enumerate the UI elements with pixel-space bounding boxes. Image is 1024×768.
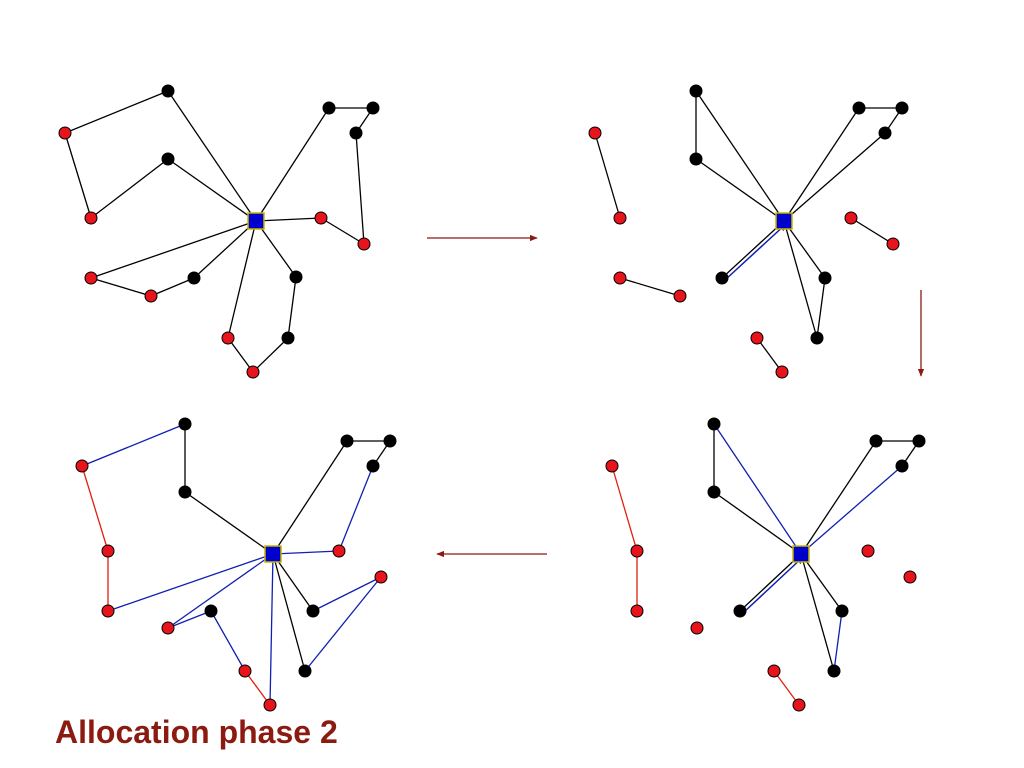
node-red: [374, 570, 388, 584]
node-red: [775, 365, 789, 379]
node-red: [903, 570, 917, 584]
node-red: [263, 698, 277, 712]
node-red: [144, 289, 158, 303]
node-red: [161, 621, 175, 635]
depot-square: [247, 212, 265, 230]
node-black: [366, 101, 380, 115]
node-red: [630, 604, 644, 618]
node-black: [161, 152, 175, 166]
node-red: [58, 126, 72, 140]
node-black: [349, 126, 363, 140]
node-red: [886, 237, 900, 251]
node-red: [357, 237, 371, 251]
node-black: [895, 459, 909, 473]
depot-square: [264, 545, 282, 563]
node-red: [101, 544, 115, 558]
node-black: [733, 604, 747, 618]
node-black: [835, 604, 849, 618]
node-black: [810, 331, 824, 345]
node-red: [613, 271, 627, 285]
node-black: [707, 485, 721, 499]
node-red: [221, 331, 235, 345]
node-black: [289, 270, 303, 284]
node-red: [673, 289, 687, 303]
node-black: [340, 434, 354, 448]
node-black: [707, 417, 721, 431]
nodes-top-right: [588, 84, 909, 379]
panel-bottom-right: [605, 417, 926, 712]
node-black: [366, 459, 380, 473]
node-red: [84, 211, 98, 225]
nodes-bottom-left: [75, 417, 397, 712]
node-black: [852, 101, 866, 115]
node-red: [844, 211, 858, 225]
node-red: [246, 365, 260, 379]
node-black: [178, 485, 192, 499]
edges-bottom-right: [611, 423, 920, 706]
panel-bottom-left: [75, 417, 397, 712]
node-black: [895, 101, 909, 115]
node-red: [75, 459, 89, 473]
node-red: [861, 544, 875, 558]
node-black: [281, 331, 295, 345]
node-red: [314, 211, 328, 225]
node-black: [383, 434, 397, 448]
node-red: [101, 604, 115, 618]
node-red: [332, 544, 346, 558]
node-black: [689, 84, 703, 98]
node-black: [298, 664, 312, 678]
node-black: [204, 604, 218, 618]
node-red: [605, 459, 619, 473]
node-black: [161, 84, 175, 98]
slide-title: Allocation phase 2: [55, 714, 338, 750]
edges-top-left: [64, 90, 374, 373]
node-red: [630, 544, 644, 558]
node-black: [322, 101, 336, 115]
node-black: [689, 152, 703, 166]
node-red: [588, 126, 602, 140]
edges-bottom-left: [81, 423, 391, 706]
node-black: [912, 434, 926, 448]
nodes-bottom-right: [605, 417, 926, 712]
panel-top-left: [58, 84, 380, 379]
node-black: [827, 664, 841, 678]
node-red: [238, 664, 252, 678]
edges-top-right: [594, 90, 903, 373]
node-black: [878, 126, 892, 140]
node-black: [715, 271, 729, 285]
node-black: [306, 604, 320, 618]
node-red: [613, 211, 627, 225]
node-red: [690, 621, 704, 635]
node-red: [84, 271, 98, 285]
node-red: [750, 331, 764, 345]
node-black: [187, 271, 201, 285]
node-black: [869, 434, 883, 448]
node-red: [767, 664, 781, 678]
depot-square: [792, 545, 810, 563]
node-black: [818, 271, 832, 285]
panel-top-right: [588, 84, 909, 379]
node-red: [792, 698, 806, 712]
nodes-top-left: [58, 84, 380, 379]
node-black: [178, 417, 192, 431]
depot-square: [775, 212, 793, 230]
